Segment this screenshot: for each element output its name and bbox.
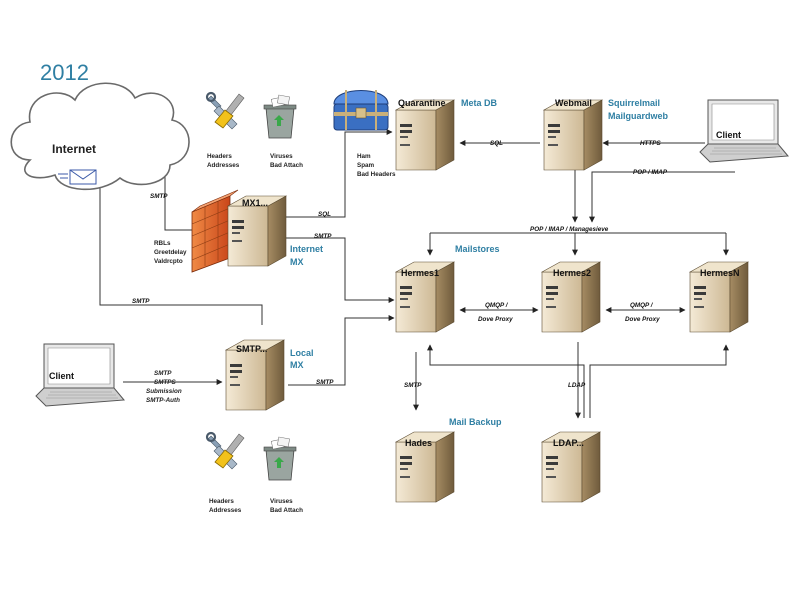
edge-label-smtp-mx: SMTP xyxy=(314,233,332,240)
server-icon xyxy=(543,99,603,171)
client-bottom-label: Client xyxy=(49,371,74,381)
hermes2-server: Hermes2 xyxy=(541,261,601,333)
edge-label-ldap: LDAP xyxy=(568,382,586,389)
recycle-bin-icon xyxy=(263,436,297,481)
webmail-title: Webmail xyxy=(555,98,592,108)
local-mx-label-1: Local xyxy=(290,348,314,358)
wrench-screwdriver-icon xyxy=(205,91,246,131)
quarantine-server: Quarantine Meta DB xyxy=(395,98,498,171)
rbl-note-1: RBLs xyxy=(154,240,171,247)
wrench-screwdriver-icon xyxy=(205,431,246,471)
quarantine-title: Quarantine xyxy=(398,98,446,108)
smtp-title: SMTP... xyxy=(236,344,267,354)
webmail-server: Webmail Squirrelmail Mailguardweb xyxy=(543,98,669,171)
internet-label: Internet xyxy=(52,142,96,156)
bin-caption-2: Bad Attach xyxy=(270,162,303,169)
hermes1-server: Hermes1 xyxy=(395,261,455,333)
client-top-laptop: Client xyxy=(699,99,789,163)
rbl-note-2: Greetdelay xyxy=(154,249,187,256)
tools-caption-bottom-2: Addresses xyxy=(209,507,242,514)
rbl-note-3: Valdrcpto xyxy=(154,258,183,265)
edge-label-pop-imap-client: POP / IMAP xyxy=(633,169,668,176)
tools-caption-1: Headers xyxy=(207,153,232,160)
edge-label-qmqp-1a: QMQP / xyxy=(485,302,509,309)
internet-mx-label-2: MX xyxy=(290,257,304,267)
email-icon xyxy=(58,169,97,185)
mail-backup-label: Mail Backup xyxy=(449,417,502,427)
edge-label-smtp-local-internet: SMTP xyxy=(132,298,150,305)
edge-label-sql-webmail: SQL xyxy=(490,140,503,147)
internet-mx-label-1: Internet xyxy=(290,244,323,254)
edge-label-https: HTTPS xyxy=(640,140,661,147)
internet-cloud: Internet xyxy=(10,82,190,191)
client-note-2: SMTPS xyxy=(154,379,176,386)
hades-server: Hades xyxy=(395,431,455,503)
tools-caption-2: Addresses xyxy=(207,162,240,169)
top-filters: Headers Addresses Viruses Bad Attach xyxy=(205,91,303,169)
mx1-server: MX1... Internet MX xyxy=(227,195,323,267)
cloud-icon xyxy=(10,82,190,191)
edge-label-smtp-internet-mx: SMTP xyxy=(150,193,168,200)
client-top-label: Client xyxy=(716,130,741,140)
edge-labels: SMTP SQL SMTP SMTP SMTP SQL HTTPS POP / … xyxy=(132,140,668,389)
edge-label-qmqp-1b: Dove Proxy xyxy=(478,316,513,323)
hermes2-title: Hermes2 xyxy=(553,268,591,278)
edges xyxy=(97,129,735,419)
ham-note-1: Ham xyxy=(357,153,371,160)
ham-note-3: Bad Headers xyxy=(357,171,396,178)
client-note-1: SMTP xyxy=(154,370,172,377)
treasure-chest-icon xyxy=(333,90,389,131)
edge-label-pop-imap-manage: POP / IMAP / Managesieve xyxy=(530,226,609,233)
mailguardweb-label: Mailguardweb xyxy=(608,111,669,121)
client-note-3: Submission xyxy=(146,388,182,395)
edge-label-smtp-hades: SMTP xyxy=(404,382,422,389)
hermesN-server: HermesN xyxy=(689,261,749,333)
hermes1-title: Hermes1 xyxy=(401,268,439,278)
client-bottom-laptop: Client xyxy=(35,343,125,407)
bin-caption-bottom-2: Bad Attach xyxy=(270,507,303,514)
edge-label-qmqp-2a: QMQP / xyxy=(630,302,654,309)
recycle-bin-icon xyxy=(263,94,297,139)
tools-caption-bottom-1: Headers xyxy=(209,498,234,505)
hades-title: Hades xyxy=(405,438,432,448)
local-mx-label-2: MX xyxy=(290,360,304,370)
mx1-title: MX1... xyxy=(242,198,268,208)
meta-db-label: Meta DB xyxy=(461,98,498,108)
laptop-icon xyxy=(699,99,789,163)
ldap-title: LDAP... xyxy=(553,438,584,448)
squirrelmail-label: Squirrelmail xyxy=(608,98,660,108)
ldap-server: LDAP... xyxy=(541,431,601,503)
hermesN-title: HermesN xyxy=(700,268,740,278)
bin-caption-1: Viruses xyxy=(270,153,293,160)
bottom-filters: Headers Addresses Viruses Bad Attach xyxy=(205,431,303,514)
smtp-local-server: SMTP... Local MX xyxy=(225,339,314,411)
edge-label-smtp-local: SMTP xyxy=(316,379,334,386)
bin-caption-bottom-1: Viruses xyxy=(270,498,293,505)
mailstores-label: Mailstores xyxy=(455,244,500,254)
edge-label-sql-mx: SQL xyxy=(318,211,331,218)
year-label: 2012 xyxy=(40,60,89,85)
firewall-icon xyxy=(191,189,239,273)
client-note-4: SMTP-Auth xyxy=(146,397,180,404)
server-icon xyxy=(395,99,455,171)
ham-note-2: Spam xyxy=(357,162,375,169)
edge-label-qmqp-2b: Dove Proxy xyxy=(625,316,660,323)
